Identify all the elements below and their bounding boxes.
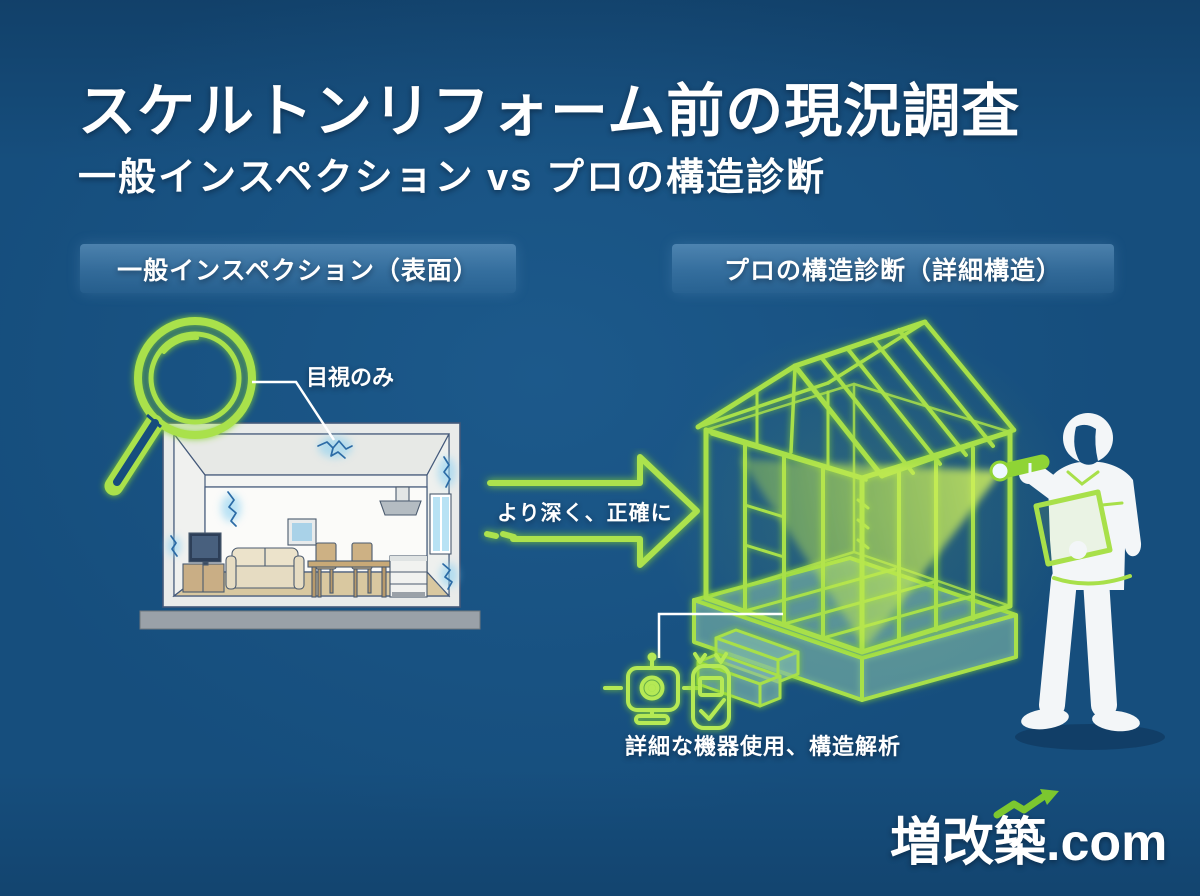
flashlight-beam <box>740 459 1002 648</box>
page-title: スケルトンリフォーム前の現況調査 <box>78 79 1021 144</box>
left-panel-header: 一般インスペクション（表面） <box>80 244 516 293</box>
site-logo: 増改築.com <box>890 814 1168 872</box>
structural-diagnosis-illustration <box>603 319 1165 750</box>
magnifier-icon <box>104 317 256 496</box>
left-panel-heading: 一般インスペクション（表面） <box>117 256 479 285</box>
arrow-label: より深く、正確に <box>497 502 673 525</box>
visual-only-label: 目視のみ <box>306 365 395 390</box>
figure-face <box>1074 424 1098 465</box>
flashlight-icon <box>989 454 1050 482</box>
moisture-meter-icon <box>691 652 731 730</box>
inspection-camera-icon <box>603 652 702 725</box>
right-panel-heading: プロの構造診断（詳細構造） <box>723 256 1062 285</box>
room-base-bar <box>139 610 481 630</box>
equipment-callout-line <box>657 612 783 658</box>
crack-marks <box>167 436 458 590</box>
visual-only-callout-line <box>252 380 336 441</box>
equipment-caption: 詳細な機器使用、構造解析 <box>625 734 902 759</box>
right-panel-header: プロの構造診断（詳細構造） <box>672 244 1114 293</box>
inspector-figure <box>989 413 1165 750</box>
uniform-green-details <box>1052 470 1132 586</box>
page-subtitle: 一般インスペクション vs プロの構造診断 <box>78 157 826 199</box>
room-cutaway-illustration <box>104 317 481 630</box>
logo-arrow-icon <box>993 789 1059 819</box>
room-furniture <box>182 486 452 598</box>
clipboard-icon <box>1033 489 1113 567</box>
